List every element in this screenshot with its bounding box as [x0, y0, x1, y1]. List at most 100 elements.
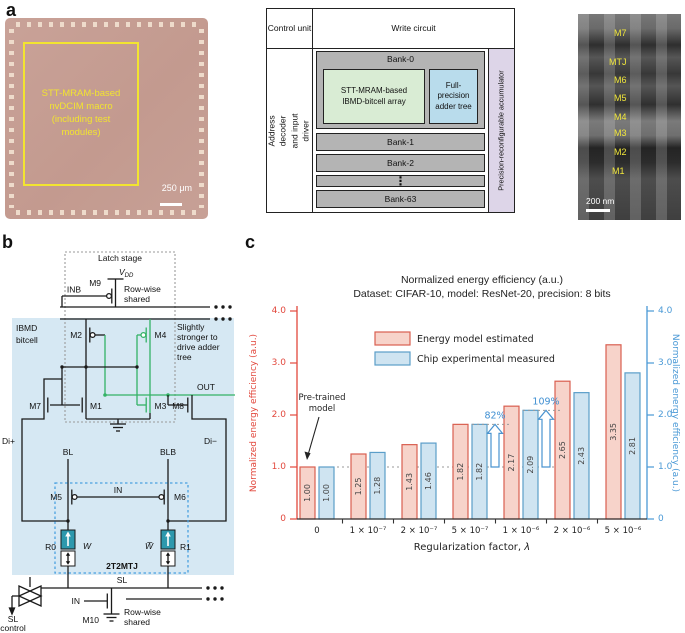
panel-label-c: c [245, 232, 256, 252]
gain-arrow [537, 409, 555, 468]
chip-scale-label: 250 μm [161, 183, 192, 193]
latch-stage-label: Latch stage [98, 253, 142, 263]
gain-arrow [486, 423, 504, 468]
inb-label: INB [67, 285, 82, 295]
x-tick-label: 0 [314, 526, 319, 536]
gain-label: 109% [532, 396, 559, 407]
x-tick-label: 5 × 10⁻⁷ [452, 526, 489, 536]
tem-layer-label: M7 [614, 28, 627, 38]
x-tick-label: 2 × 10⁻⁷ [401, 526, 438, 536]
x-tick-label: 5 × 10⁻⁶ [605, 526, 642, 536]
legend-label-estimated: Energy model estimated [417, 334, 534, 345]
accumulator-label: Precision-reconfigurable accumulator [496, 70, 506, 191]
bitcell-array-line: IBMD-bitcell array [342, 96, 406, 106]
out-label: OUT [197, 382, 215, 392]
left-tick-label: 0 [280, 514, 286, 524]
bank0-box: Bank-0 STT-MRAM-based IBMD-bitcell array… [316, 51, 485, 129]
m3-label: M3 [155, 401, 167, 411]
ibmd-bitcell-label: bitcell [16, 335, 38, 345]
m7-label: M7 [29, 401, 41, 411]
transistor-m4 [137, 319, 151, 343]
m10-label: M10 [82, 615, 99, 625]
chip-micrograph: STT-MRAM-based nvDCIM macro (including t… [5, 18, 208, 219]
stronger-note: Slightly stronger to drive adder tree [177, 322, 220, 362]
transistor-m3 [137, 397, 151, 419]
ellipsis-dots [206, 586, 224, 601]
m2-label: M2 [70, 330, 82, 340]
panel-label-a: a [6, 0, 17, 20]
transistor-m2 [85, 319, 105, 343]
x-tick-label: 1 × 10⁻⁷ [350, 526, 387, 536]
transistor-m9 [62, 288, 117, 307]
bond-pads-bottom [16, 210, 197, 215]
pretrained-annotation: Pre-trained [299, 393, 346, 403]
right-tick-label: 1.0 [658, 462, 673, 472]
row-rails [60, 296, 210, 320]
bar-value-label: 2.17 [507, 454, 516, 472]
control-unit-box: Control unit [267, 9, 313, 49]
address-decoder-box: Address decoder and input driver [267, 49, 313, 212]
junction-dots [60, 365, 139, 369]
di-plus-label: Di+ [2, 436, 15, 446]
bitcell-array-box: STT-MRAM-based IBMD-bitcell array [323, 69, 425, 124]
r0-label: R0 [45, 542, 56, 552]
left-tick-label: 4.0 [272, 306, 287, 316]
pretrained-arrow [304, 416, 320, 460]
blb-label: BLB [160, 447, 176, 457]
chart-subtitle: Dataset: CIFAR-10, model: ResNet-20, pre… [353, 287, 611, 300]
left-tick-label: 2.0 [272, 410, 287, 420]
sl-control-gate [8, 577, 43, 616]
node-dots [66, 519, 170, 523]
bond-pads-left [9, 29, 14, 208]
bar-value-label: 2.65 [558, 441, 567, 459]
left-tick-label: 1.0 [272, 462, 287, 472]
sl-label: SL [117, 575, 128, 585]
chip-annotation-line: STT-MRAM-based [41, 88, 121, 100]
adder-tree-line: adder tree [435, 101, 472, 111]
mtj-r1 [160, 529, 176, 588]
ibmd-bitcell-label: IBMD [16, 323, 37, 333]
bond-pads-top [16, 22, 197, 27]
address-decoder-label: Address decoder and input driver [266, 113, 311, 148]
sl-control-label: SL [8, 614, 19, 624]
transistor-m8 [167, 395, 227, 522]
chart-title-line: Normalized energy efficiency (a.u.) [400, 274, 564, 286]
bar-value-label: 1.82 [456, 463, 465, 481]
m4-label: M4 [155, 330, 167, 340]
transistor-m10 [84, 588, 202, 622]
transistor-m6 [158, 489, 169, 530]
transistor-m7 [21, 378, 80, 522]
chip-scale-bar [160, 203, 182, 206]
w-label: W [83, 541, 92, 551]
m1-label: M1 [90, 401, 102, 411]
legend-label-measured: Chip experimental measured [417, 354, 555, 365]
pretrained-annotation: model [309, 404, 335, 414]
m6-label: M6 [174, 492, 186, 502]
2t2mtj-label: 2T2MTJ [106, 561, 138, 571]
left-tick-label: 3.0 [272, 358, 287, 368]
chip-annotation-line: nvDCIM macro [49, 101, 113, 113]
bank63-box: Bank-63 [316, 190, 485, 208]
row-wise-shared-top: Row-wise [124, 284, 161, 294]
bitline-wires [67, 459, 169, 489]
adder-tree-box: Full-precision adder tree [429, 69, 478, 124]
bar-value-label: 2.81 [628, 437, 637, 455]
tem-cross-section: M7 MTJ M6 M5 M4 M3 M2 M1 200 nm [578, 14, 681, 220]
legend-swatch-measured [374, 351, 411, 366]
latch-ground [86, 418, 150, 432]
vdd-symbol [107, 278, 124, 288]
svg-text:stronger to: stronger to [177, 332, 218, 342]
tem-layer-label: M6 [614, 75, 627, 85]
bank1-box: Bank-1 [316, 133, 485, 151]
cross-couple-wires [61, 343, 137, 405]
adder-tree-line: Full-precision [437, 80, 470, 101]
tem-scale-bar [586, 209, 610, 212]
bar-value-label: 1.25 [354, 478, 363, 496]
row-wise-shared-bottom: shared [124, 617, 150, 627]
in-bottom-label: IN [72, 596, 81, 606]
x-tick-label: 1 × 10⁻⁶ [503, 526, 540, 536]
in-mid-label: IN [114, 485, 123, 495]
gain-label: 82% [484, 410, 505, 421]
vdd-label: VDD [119, 267, 134, 279]
